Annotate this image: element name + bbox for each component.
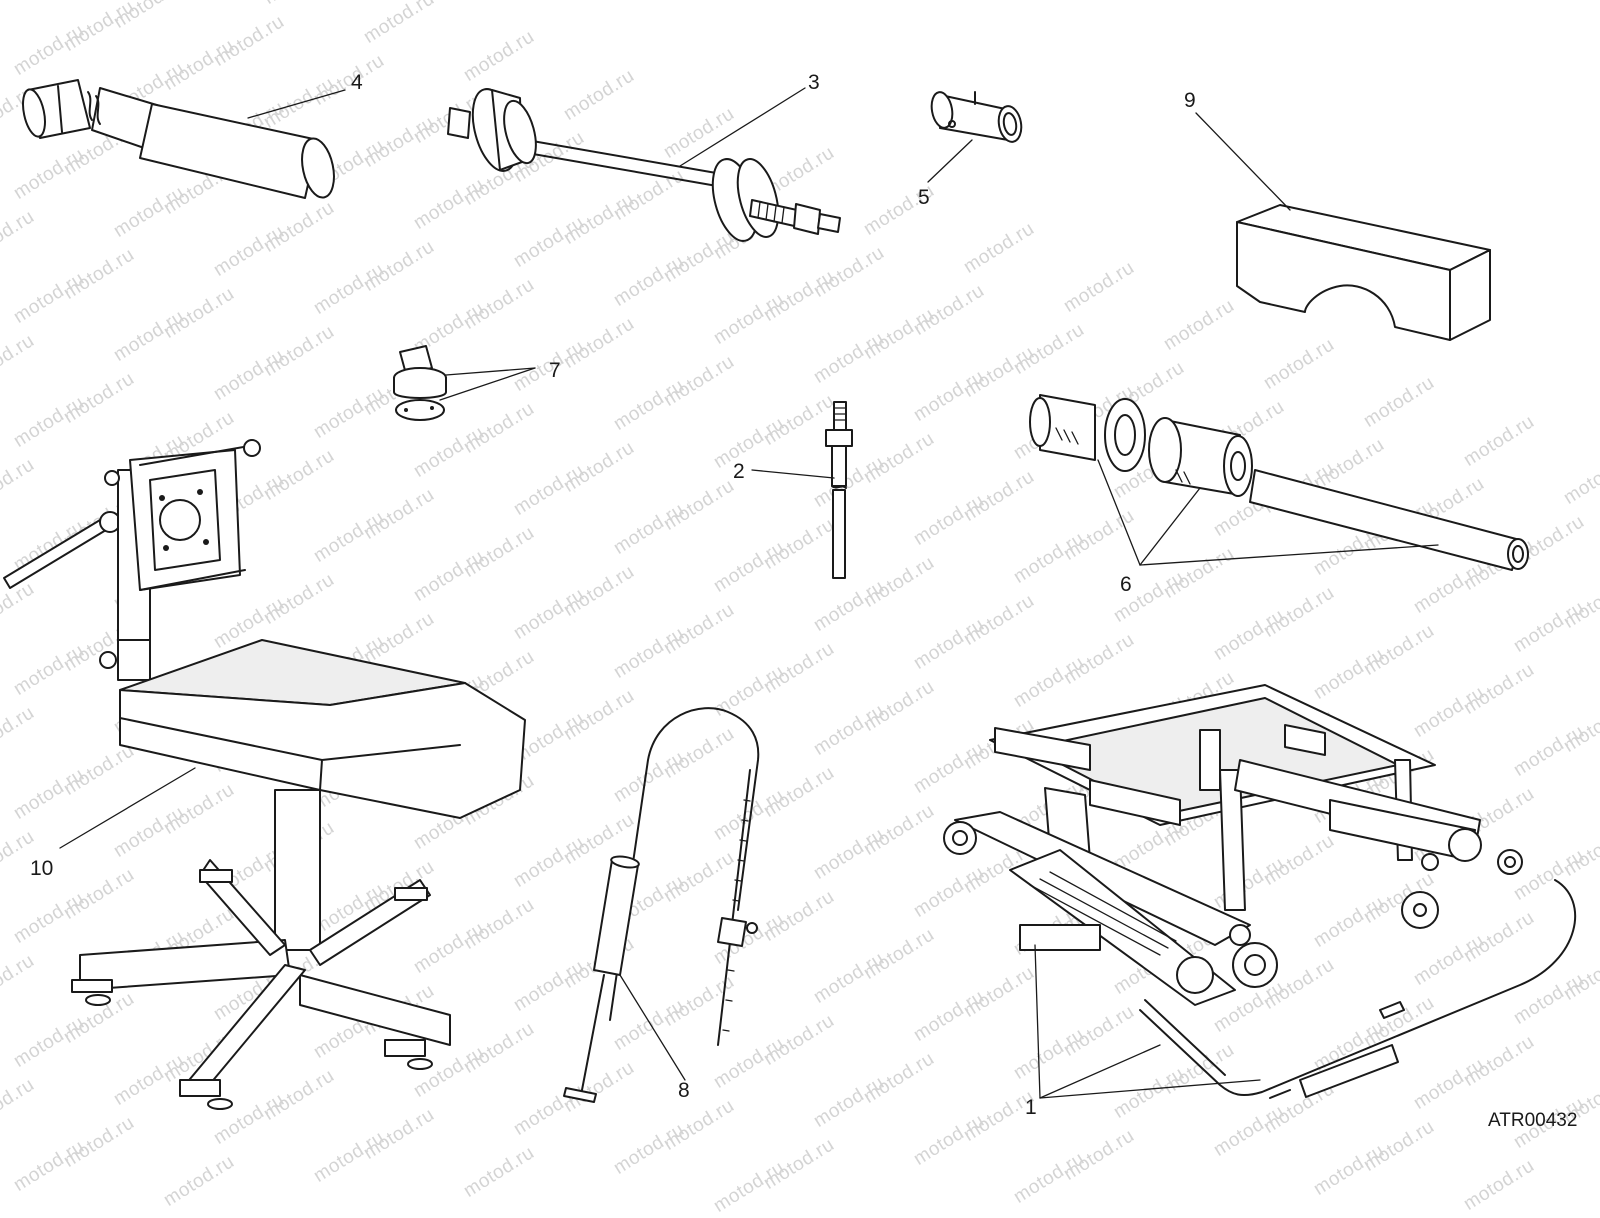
leader-9 <box>1195 112 1291 211</box>
tool-4-drift <box>22 79 335 199</box>
tool-10-engine-stand <box>3 439 526 1110</box>
callout-10: 10 <box>30 857 54 880</box>
leader-1a <box>1034 944 1041 1099</box>
leader-1b <box>1039 1044 1161 1099</box>
leader-8 <box>619 974 686 1081</box>
figure-code: ATR00432 <box>1488 1110 1578 1131</box>
tool-8-syringe-gauge <box>563 707 760 1103</box>
leader-6c <box>1139 544 1439 566</box>
leader-5 <box>927 139 973 183</box>
tool-9-block <box>1236 204 1491 341</box>
callout-1: 1 <box>1025 1096 1037 1119</box>
callout-6: 6 <box>1120 573 1132 596</box>
tool-5-sleeve <box>930 91 1023 143</box>
leader-10 <box>59 767 196 849</box>
callout-2: 2 <box>733 460 745 483</box>
leader-1c <box>1039 1079 1261 1099</box>
tool-6-drift-set <box>1029 394 1529 571</box>
leader-6b <box>1139 487 1201 566</box>
leader-3 <box>679 87 806 167</box>
callout-8: 8 <box>678 1079 690 1102</box>
callout-7: 7 <box>549 359 561 382</box>
tool-7-adapter <box>393 345 447 421</box>
leader-4 <box>247 89 346 119</box>
tool-2-rod <box>825 401 853 579</box>
leader-7b <box>439 367 536 401</box>
leader-6a <box>1097 459 1141 566</box>
tool-3-puller <box>447 88 841 242</box>
leader-7a <box>445 367 536 376</box>
callout-5: 5 <box>918 186 930 209</box>
callout-4: 4 <box>351 71 363 94</box>
callout-3: 3 <box>808 71 820 94</box>
leader-lines <box>59 87 1439 1099</box>
callout-9: 9 <box>1184 89 1196 112</box>
leader-2 <box>751 469 835 479</box>
tool-1-lift-stand <box>943 684 1577 1099</box>
